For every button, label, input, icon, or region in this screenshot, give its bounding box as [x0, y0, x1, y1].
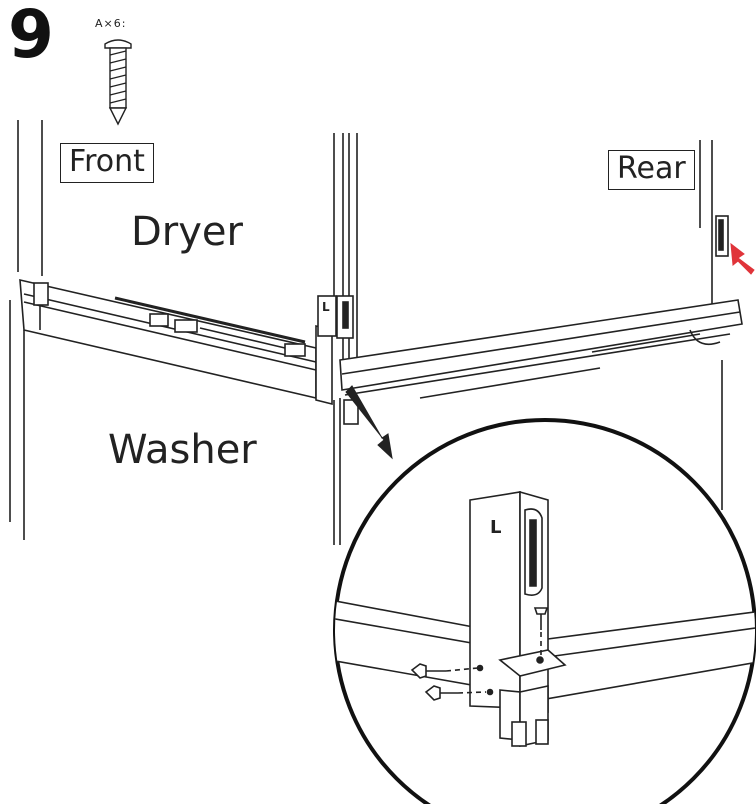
step-number: 9 — [8, 0, 54, 73]
screw-quantity: A×6: — [95, 17, 127, 30]
screw-icon — [424, 685, 487, 701]
front-label: Front — [60, 143, 154, 183]
rear-label: Rear — [608, 150, 695, 190]
bracket-mark-detail: L — [490, 517, 502, 538]
arrow-icon — [345, 385, 393, 460]
washer-label: Washer — [108, 427, 257, 473]
side-rail — [339, 299, 743, 399]
screw-icon — [533, 607, 549, 656]
detail-magnifier — [333, 418, 756, 804]
washer-cabinet — [9, 300, 723, 545]
arrow-icon — [730, 242, 755, 275]
corner-bracket — [315, 295, 354, 406]
screw-icon — [104, 39, 132, 126]
front-rail — [19, 278, 317, 400]
bracket-mark-main: L — [322, 300, 330, 314]
screw-icon — [410, 663, 479, 679]
dryer-label: Dryer — [131, 209, 243, 255]
